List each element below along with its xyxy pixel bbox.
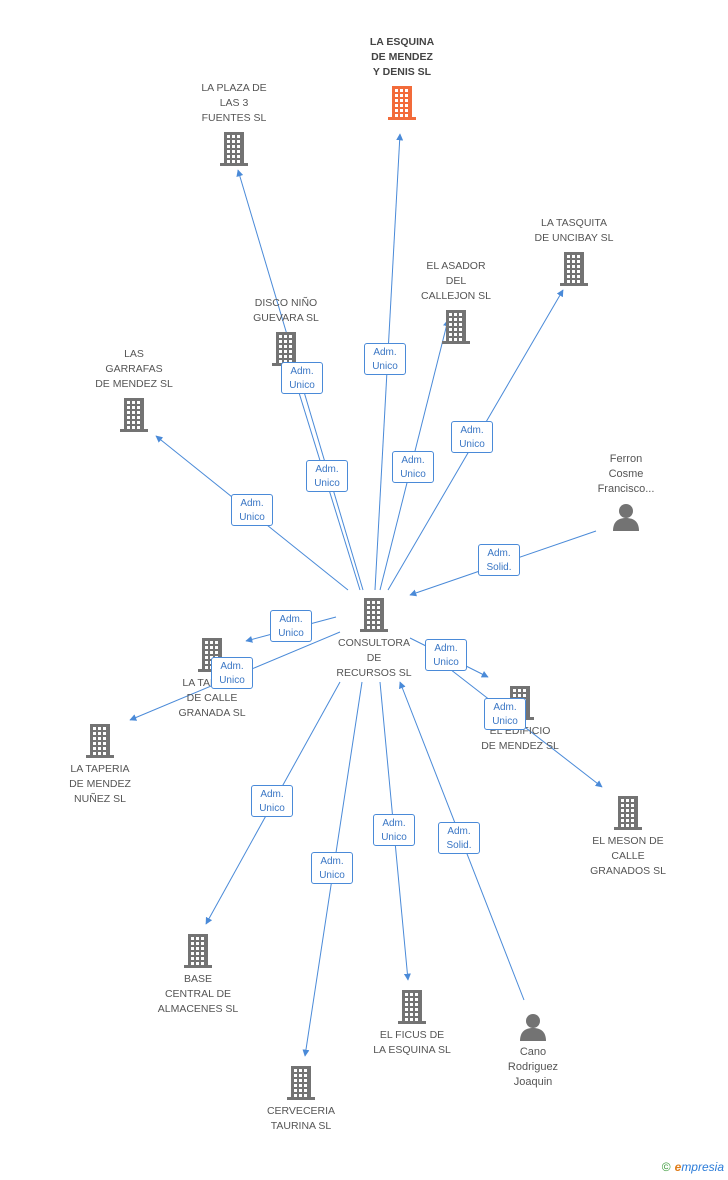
node-tasquita[interactable]: LA TASQUITA DE UNCIBAY SL bbox=[509, 216, 639, 286]
node-consultora[interactable]: CONSULTORA DE RECURSOS SL bbox=[309, 598, 439, 681]
edge-label-cano-to-consultora[interactable]: Adm. Solid. bbox=[438, 822, 480, 854]
node-label: Ferron Cosme Francisco... bbox=[597, 453, 655, 495]
node-meson[interactable]: EL MESON DE CALLE GRANADOS SL bbox=[563, 796, 693, 879]
node-label: BASE CENTRAL DE ALMACENES SL bbox=[157, 973, 239, 1015]
copyright-symbol: © bbox=[661, 1160, 671, 1174]
building-icon bbox=[287, 1066, 315, 1100]
brand-footer[interactable]: ©empresia bbox=[662, 1160, 724, 1174]
building-icon bbox=[442, 310, 470, 344]
building-icon bbox=[220, 132, 248, 166]
node-label: LA TASQUITA DE UNCIBAY SL bbox=[534, 217, 614, 244]
node-label: LA PLAZA DE LAS 3 FUENTES SL bbox=[201, 82, 267, 124]
edge-label-consultora-to-asador[interactable]: Adm. Unico bbox=[392, 451, 434, 483]
node-label: LAS GARRAFAS DE MENDEZ SL bbox=[95, 348, 173, 390]
building-icon bbox=[560, 252, 588, 286]
building-icon bbox=[398, 990, 426, 1024]
node-garrafas[interactable]: LAS GARRAFAS DE MENDEZ SL bbox=[69, 347, 199, 432]
node-ficus[interactable]: EL FICUS DE LA ESQUINA SL bbox=[347, 990, 477, 1058]
edge-label-consultora-to-garrafas[interactable]: Adm. Unico bbox=[231, 494, 273, 526]
edge-label-consultora-to-ficus[interactable]: Adm. Unico bbox=[373, 814, 415, 846]
edge-label-consultora-to-tasquita[interactable]: Adm. Unico bbox=[451, 421, 493, 453]
node-cano[interactable]: Cano Rodriguez Joaquin bbox=[468, 1013, 598, 1090]
node-label: LA ESQUINA DE MENDEZ Y DENIS SL bbox=[369, 36, 435, 78]
brand-name: mpresia bbox=[681, 1160, 724, 1174]
person-icon bbox=[613, 504, 639, 531]
edge-label-consultora-to-meson[interactable]: Adm. Unico bbox=[484, 698, 526, 730]
edge-label-consultora-to-taperia_calle[interactable]: Adm. Unico bbox=[270, 610, 312, 642]
building-icon bbox=[120, 398, 148, 432]
node-ferron[interactable]: Ferron Cosme Francisco... bbox=[561, 452, 691, 531]
node-label: EL FICUS DE LA ESQUINA SL bbox=[373, 1029, 451, 1056]
node-label: CERVECERIA TAURINA SL bbox=[266, 1105, 336, 1132]
node-label: DISCO NIÑO GUEVARA SL bbox=[253, 297, 319, 324]
node-label: LA TAPERIA DE MENDEZ NUÑEZ SL bbox=[69, 763, 131, 805]
node-disco[interactable]: DISCO NIÑO GUEVARA SL bbox=[221, 296, 351, 366]
building-icon bbox=[86, 724, 114, 758]
building-icon bbox=[184, 934, 212, 968]
node-plaza[interactable]: LA PLAZA DE LAS 3 FUENTES SL bbox=[169, 81, 299, 166]
edge-label-consultora-to-base[interactable]: Adm. Unico bbox=[251, 785, 293, 817]
brand-initial: e bbox=[674, 1160, 682, 1174]
building-icon bbox=[272, 332, 300, 366]
edge-label-consultora-to-esquina_mendez[interactable]: Adm. Unico bbox=[364, 343, 406, 375]
person-icon bbox=[520, 1014, 546, 1041]
edge-label-consultora-to-edificio[interactable]: Adm. Unico bbox=[425, 639, 467, 671]
edge-label-consultora-to-cerveceria[interactable]: Adm. Unico bbox=[311, 852, 353, 884]
edge-label-consultora-to-taperia_nunez[interactable]: Adm. Unico bbox=[211, 657, 253, 689]
building-icon bbox=[388, 86, 416, 120]
node-label: EL MESON DE CALLE GRANADOS SL bbox=[590, 835, 666, 877]
node-label: Cano Rodriguez Joaquin bbox=[507, 1046, 559, 1088]
node-taperia-nunez[interactable]: LA TAPERIA DE MENDEZ NUÑEZ SL bbox=[35, 724, 165, 807]
node-asador[interactable]: EL ASADOR DEL CALLEJON SL bbox=[391, 259, 521, 344]
node-esquina-mendez[interactable]: LA ESQUINA DE MENDEZ Y DENIS SL bbox=[337, 35, 467, 120]
node-cerveceria[interactable]: CERVECERIA TAURINA SL bbox=[236, 1066, 366, 1134]
building-icon bbox=[614, 796, 642, 830]
node-base[interactable]: BASE CENTRAL DE ALMACENES SL bbox=[133, 934, 263, 1017]
edge-label-consultora-to-disco[interactable]: Adm. Unico bbox=[281, 362, 323, 394]
building-icon bbox=[360, 598, 388, 632]
node-label: CONSULTORA DE RECURSOS SL bbox=[336, 637, 412, 679]
edge-label-ferron-to-consultora[interactable]: Adm. Solid. bbox=[478, 544, 520, 576]
node-label: EL ASADOR DEL CALLEJON SL bbox=[420, 260, 492, 302]
edge-label-consultora-to-plaza[interactable]: Adm. Unico bbox=[306, 460, 348, 492]
